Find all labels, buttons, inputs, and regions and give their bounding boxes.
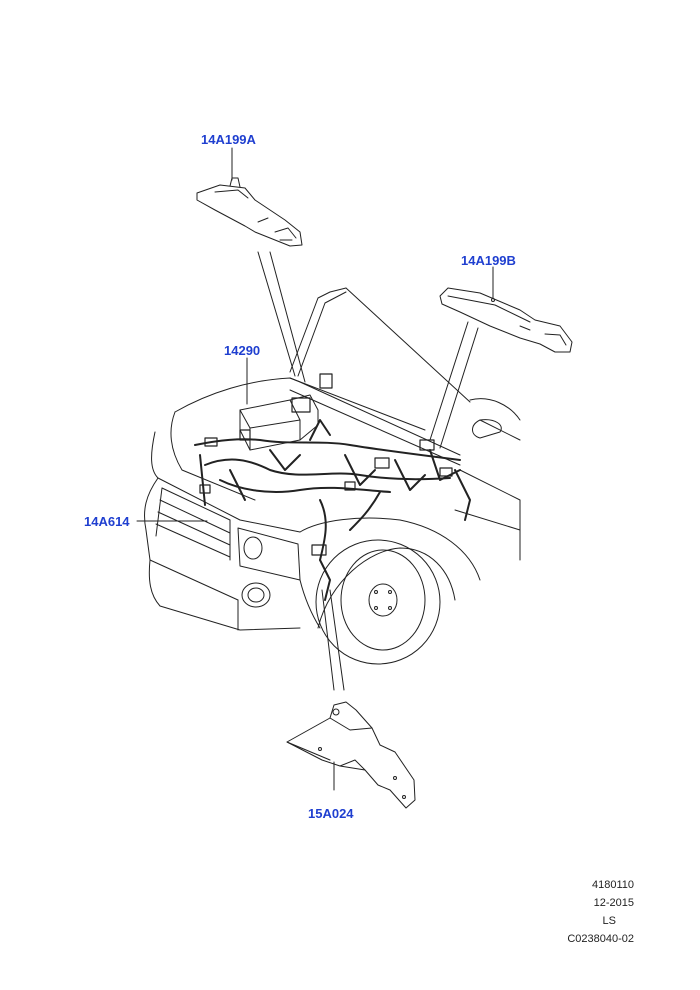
callout-14a199a: 14A199A (201, 132, 256, 147)
bracket-15a024 (287, 702, 415, 808)
callout-14290: 14290 (224, 343, 261, 358)
callout-14a199b: 14A199B (461, 253, 516, 268)
ref-id: C0238040-02 (567, 933, 634, 945)
cover-14a199a (197, 178, 302, 246)
front-wheel (316, 540, 440, 664)
ref-number: 4180110 (591, 879, 634, 891)
engine-wiring-harness (195, 420, 470, 600)
cover-14b199b (440, 288, 572, 352)
vehicle-body (145, 288, 521, 630)
engine-block (240, 395, 318, 450)
callout-15a024: 15A024 (308, 806, 354, 821)
callout-14a614: 14A614 (84, 514, 130, 529)
ref-date: 12-2015 (593, 897, 634, 909)
ref-code: LS (602, 915, 616, 927)
leader-lines (137, 148, 493, 790)
